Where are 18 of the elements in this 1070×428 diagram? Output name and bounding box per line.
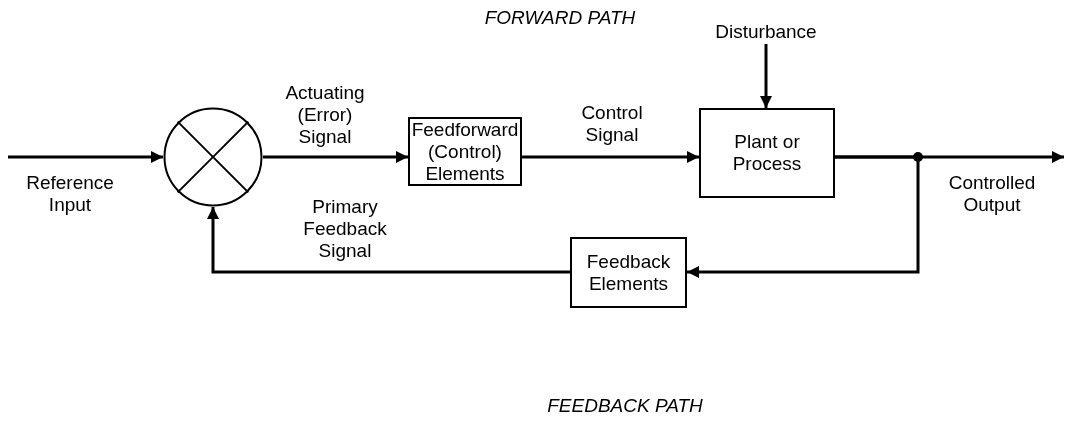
arrow bbox=[263, 151, 408, 163]
arrow bbox=[687, 155, 920, 278]
edge-label: Controlled Output bbox=[948, 172, 1036, 216]
edge-label: Reference Input bbox=[26, 172, 114, 216]
edge-label: Actuating (Error) Signal bbox=[285, 82, 365, 148]
edge-label: Primary Feedback Signal bbox=[303, 196, 387, 262]
block-box: Feedback Elements bbox=[570, 237, 687, 308]
arrow bbox=[207, 207, 570, 274]
path-label: FEEDBACK PATH bbox=[546, 395, 704, 417]
arrow bbox=[760, 44, 772, 108]
summing-junction bbox=[163, 107, 263, 207]
block-box: Feedforward (Control) Elements bbox=[408, 117, 522, 186]
block-box: Plant or Process bbox=[699, 108, 835, 198]
path-label: FORWARD PATH bbox=[483, 7, 637, 29]
disturbance-label: Disturbance bbox=[706, 20, 826, 44]
edge-label: Control Signal bbox=[581, 102, 643, 146]
arrow bbox=[8, 151, 163, 163]
arrow bbox=[522, 151, 699, 163]
